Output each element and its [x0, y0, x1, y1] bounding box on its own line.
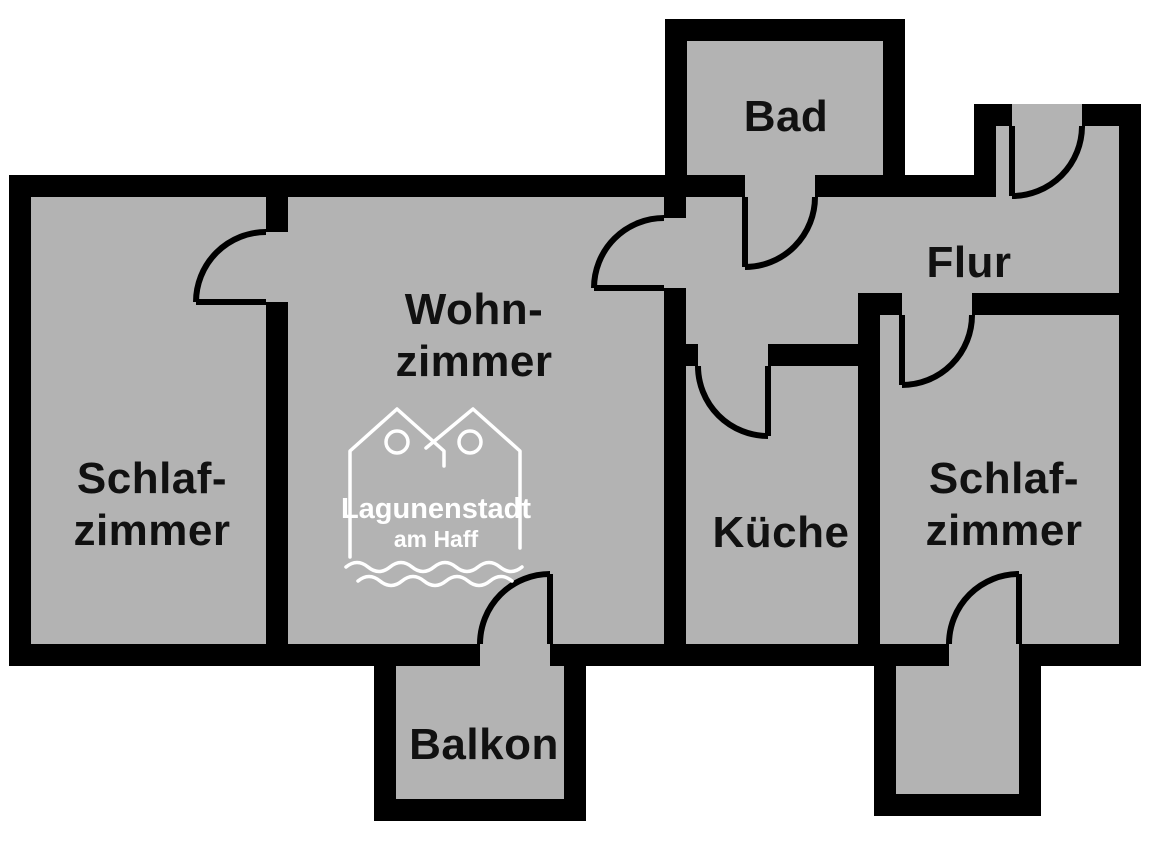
logo-window-left-icon [384, 429, 410, 455]
room-label-bad: Bad [744, 92, 829, 141]
logo-house-right-icon [424, 407, 522, 550]
door-gap-wohnzimmer [664, 218, 686, 288]
room-label-balkon: Balkon [409, 720, 559, 769]
logo-window-right-icon [457, 429, 483, 455]
room-label-wohn-line2: zimmer [395, 337, 552, 386]
room-label-wohn-line1: Wohn- [405, 285, 544, 334]
room-schlafzimmer-right [880, 315, 1119, 644]
door-schlaf-right-icon [899, 314, 975, 388]
room-flur-band [880, 197, 1119, 293]
room-hall [686, 197, 880, 344]
room-label-schlafl-line1: Schlaf- [77, 454, 227, 503]
door-gap-entry [1012, 104, 1082, 126]
room-bad [687, 41, 883, 175]
logo-text-line1: Lagunenstadt [341, 493, 531, 525]
room-flur-top [996, 126, 1119, 197]
room-terrace [896, 666, 1019, 794]
wall-hall-kueche [664, 344, 880, 366]
door-balkon-icon [477, 571, 553, 645]
door-kueche-icon [695, 365, 771, 439]
door-gap-bad [745, 175, 815, 197]
door-gap-kueche [698, 344, 768, 366]
logo-text-line2: am Haff [394, 526, 479, 552]
door-gap-schlaf-left [266, 232, 288, 302]
logo-lagunenstadt: Lagunenstadt am Haff [341, 407, 531, 588]
logo-house-left-icon [348, 407, 446, 559]
door-terrace-icon [946, 571, 1022, 645]
room-balkon [396, 666, 564, 799]
door-bad-icon [742, 196, 818, 270]
door-entry-icon [1009, 125, 1085, 199]
room-label-kueche: Küche [713, 508, 850, 557]
logo-wave-bottom-icon [356, 574, 514, 588]
room-wohnzimmer [288, 197, 664, 644]
room-label-schlafl-line2: zimmer [73, 506, 230, 555]
room-label-schlafr-line2: zimmer [925, 506, 1082, 555]
room-label-schlafr-line1: Schlaf- [929, 454, 1079, 503]
door-gap-terrace [949, 644, 1019, 666]
door-gap-balkon [480, 644, 550, 666]
wall-wohn-kueche [664, 175, 686, 666]
door-wohnzimmer-icon [591, 215, 665, 291]
room-label-flur: Flur [926, 238, 1011, 287]
door-schlaf-left-icon [193, 229, 267, 305]
logo-wave-top-icon [344, 560, 524, 574]
room-schlafzimmer-left [31, 197, 266, 644]
door-gap-schlaf-right [902, 293, 972, 315]
wall-kueche-schlaf [858, 293, 880, 666]
